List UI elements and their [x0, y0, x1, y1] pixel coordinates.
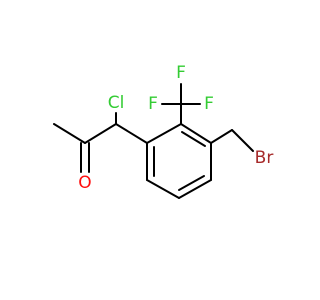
ch2-to-br-bond [231, 129, 254, 152]
fluorine-atom-label-right: F [204, 94, 214, 114]
ring-bond [178, 179, 212, 199]
bond-lines [53, 83, 254, 199]
ring-to-chcl-bond [115, 123, 148, 144]
ring-to-ch2-bond [210, 129, 233, 144]
molecule-structure-diagram: Cl O F F F Br [53, 63, 273, 199]
bromine-atom-label: Br [255, 148, 274, 168]
chlorine-atom-label: Cl [108, 93, 125, 113]
fluorine-atom-label-left: F [148, 94, 158, 114]
ring-bond [146, 179, 180, 199]
ring-bond [180, 123, 212, 144]
ring-double-bond-inner [178, 175, 205, 191]
ch-to-carbonyl-bond [84, 123, 117, 144]
oxygen-atom-label: O [78, 173, 91, 193]
atom-labels: Cl O F F F Br [78, 63, 273, 193]
ring-bond [146, 123, 182, 144]
carbonyl-to-methyl-bond [53, 123, 86, 144]
ring-double-bond-inner [181, 131, 206, 147]
fluorine-atom-label-top: F [176, 63, 186, 83]
